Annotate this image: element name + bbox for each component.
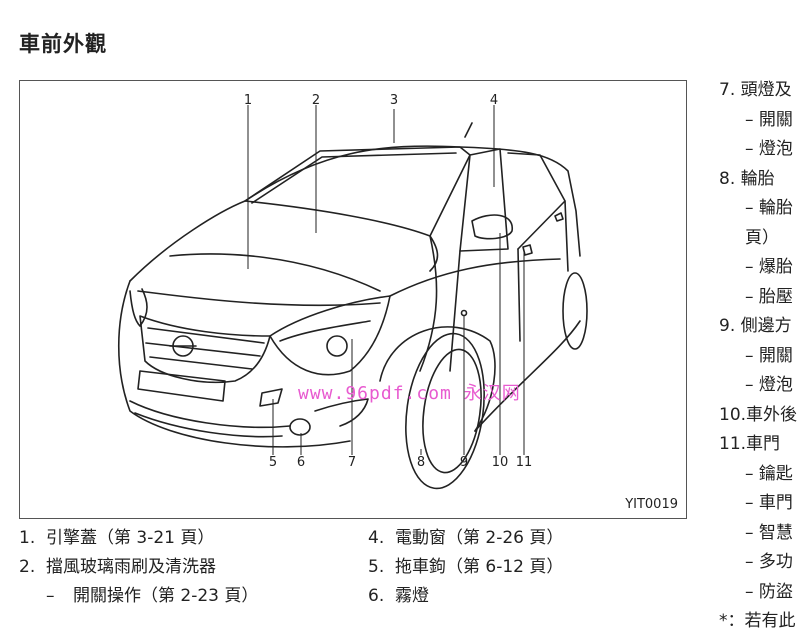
list-item: 5. 拖車鉤（第 6-12 頁） bbox=[368, 553, 563, 582]
list-item: *：若有此 bbox=[719, 611, 796, 631]
callout-7: 7 bbox=[347, 455, 357, 470]
list-subitem: – 智慧 bbox=[745, 522, 793, 543]
list-subitem: – 爆胎 bbox=[745, 257, 793, 277]
list-item: 11.車門 bbox=[719, 434, 781, 454]
list-subitem: – 燈泡 bbox=[745, 139, 793, 159]
list-item-number: 4. bbox=[368, 528, 385, 548]
callout-11: 11 bbox=[515, 455, 533, 470]
list-subitem: – 開關 bbox=[745, 109, 793, 130]
parts-list-left: 1. 引擎蓋（第 3-21 頁） 2. 擋風玻璃雨刷及清洗器 – 開關操作（第 … bbox=[19, 524, 258, 611]
list-item-text: 霧燈 bbox=[395, 586, 429, 606]
list-item-text: 擋風玻璃雨刷及清洗器 bbox=[46, 557, 216, 577]
list-item: 10.車外後 bbox=[719, 404, 798, 425]
callout-3: 3 bbox=[389, 93, 399, 108]
list-item: – 開關操作（第 2-23 頁） bbox=[19, 582, 258, 611]
list-item: 6. 霧燈 bbox=[368, 582, 429, 611]
parts-list-right-truncated: 7. 頭燈及 – 開關 – 燈泡 8. 輪胎 – 輪胎 頁） – 爆胎 – 胎壓… bbox=[719, 76, 798, 637]
list-item-text: 拖車鉤（第 6-12 頁） bbox=[395, 557, 564, 577]
list-item: 9. 側邊方 bbox=[719, 316, 792, 336]
parts-list-middle: 4. 電動窗（第 2-26 頁） 5. 拖車鉤（第 6-12 頁） 6. 霧燈 bbox=[368, 524, 563, 611]
list-subitem: – 開關 bbox=[745, 345, 793, 366]
car-front-exterior-figure: 1 2 3 4 5 6 7 8 9 10 11 www.96pdf.com 永汉… bbox=[19, 80, 687, 519]
list-subitem: 頁） bbox=[745, 227, 779, 248]
list-item: 8. 輪胎 bbox=[719, 168, 775, 189]
list-item-number: 2. bbox=[19, 557, 36, 577]
watermark-text: www.96pdf.com 永汉网 bbox=[298, 383, 521, 404]
callout-4: 4 bbox=[489, 93, 499, 108]
list-item-number: 1. bbox=[19, 528, 36, 548]
callout-8: 8 bbox=[416, 455, 426, 470]
list-item: 1. 引擎蓋（第 3-21 頁） bbox=[19, 524, 214, 553]
list-subitem-text: 開關操作（第 2-23 頁） bbox=[73, 586, 259, 606]
list-subitem: – 車門 bbox=[745, 493, 793, 513]
list-subitem-dash: – bbox=[46, 586, 55, 606]
list-item-number: 5. bbox=[368, 557, 385, 577]
list-item-text: 電動窗（第 2-26 頁） bbox=[395, 528, 564, 548]
list-subitem: – 輪胎 bbox=[745, 198, 793, 218]
figure-id: YIT0019 bbox=[625, 497, 678, 512]
callout-9: 9 bbox=[459, 455, 469, 470]
list-item: 7. 頭燈及 bbox=[719, 80, 792, 100]
callout-5: 5 bbox=[268, 455, 278, 470]
callout-1: 1 bbox=[243, 93, 253, 108]
list-item-text: 引擎蓋（第 3-21 頁） bbox=[46, 528, 215, 548]
page-title: 車前外觀 bbox=[19, 32, 107, 56]
callout-2: 2 bbox=[311, 93, 321, 108]
list-item: 2. 擋風玻璃雨刷及清洗器 bbox=[19, 553, 216, 582]
list-subitem: – 胎壓 bbox=[745, 286, 793, 307]
list-subitem: – 鑰匙 bbox=[745, 463, 793, 484]
list-subitem: – 燈泡 bbox=[745, 375, 793, 395]
list-subitem: – 多功 bbox=[745, 552, 793, 572]
callout-6: 6 bbox=[296, 455, 306, 470]
list-subitem: – 防盜 bbox=[745, 581, 793, 602]
car-illustration bbox=[117, 105, 588, 490]
callout-10: 10 bbox=[491, 455, 509, 470]
list-item-number: 6. bbox=[368, 586, 385, 606]
list-item: 4. 電動窗（第 2-26 頁） bbox=[368, 524, 563, 553]
